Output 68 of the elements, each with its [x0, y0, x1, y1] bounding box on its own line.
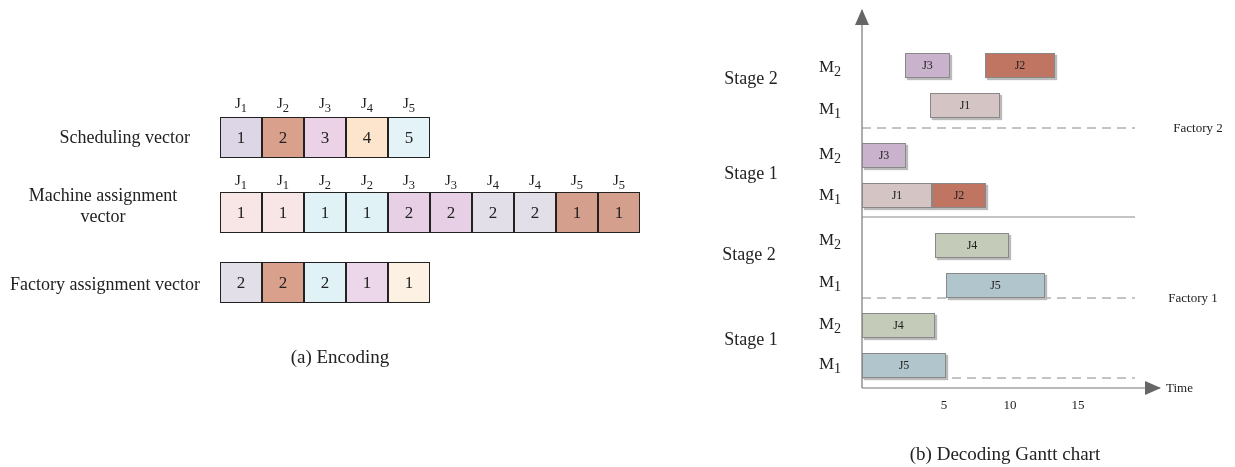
job-label: J$_{4}$	[360, 94, 374, 116]
vector-cell: 1	[388, 262, 430, 303]
caption: (b) Decoding Gantt chart	[909, 443, 1101, 465]
factory-label: Factory 1	[1168, 290, 1218, 306]
job-label: J$_{2}$	[276, 94, 290, 116]
job-label: J$_{2}$	[318, 171, 332, 193]
vector-cell: 1	[598, 192, 640, 233]
machine-label: M$_{2}$	[818, 229, 842, 253]
tick-label: 5	[940, 397, 948, 413]
vector-cell: 1	[220, 192, 262, 233]
vector-cell: 2	[262, 262, 304, 303]
vector-cell: 1	[220, 117, 262, 158]
gantt-bar: J2	[932, 183, 986, 208]
gantt-bar: J1	[930, 93, 1000, 118]
gantt-bar: J5	[862, 353, 946, 378]
stage-label: Stage 2	[724, 67, 778, 89]
row-label: Factory assignment vector	[10, 273, 200, 295]
job-label: J$_{1}$	[234, 171, 248, 193]
job-label: J$_{4}$	[486, 171, 500, 193]
vector-cell: 2	[220, 262, 262, 303]
gantt-bar: J3	[905, 53, 950, 78]
job-label: J$_{3}$	[318, 94, 332, 116]
machine-label: M$_{1}$	[818, 184, 842, 208]
vector-cell: 2	[514, 192, 556, 233]
gantt-bar: J4	[862, 313, 935, 338]
machine-label: M$_{1}$	[818, 271, 842, 295]
gantt-bar: J3	[862, 143, 906, 168]
vector-cell: 2	[430, 192, 472, 233]
job-label: J$_{1}$	[276, 171, 290, 193]
machine-label: M$_{2}$	[818, 56, 842, 80]
stage-label: Stage 1	[724, 328, 778, 350]
vector-cell: 5	[388, 117, 430, 158]
machine-label: M$_{1}$	[818, 98, 842, 122]
vector-cell: 1	[346, 192, 388, 233]
tick-label: 10	[1003, 397, 1017, 413]
vector-cell: 2	[262, 117, 304, 158]
job-label: J$_{1}$	[234, 94, 248, 116]
vector-cell: 2	[388, 192, 430, 233]
job-label: J$_{3}$	[402, 171, 416, 193]
job-label: J$_{4}$	[528, 171, 542, 193]
machine-label: M$_{2}$	[818, 143, 842, 167]
vector-cell: 1	[304, 192, 346, 233]
machine-label: M$_{2}$	[818, 313, 842, 337]
job-label: J$_{3}$	[444, 171, 458, 193]
vector-cell: 2	[472, 192, 514, 233]
row-label: Machine assignment vector	[27, 185, 179, 227]
vector-cell: 1	[556, 192, 598, 233]
factory-label: Factory 2	[1173, 120, 1223, 136]
vector-cell: 1	[262, 192, 304, 233]
vector-cell: 1	[346, 262, 388, 303]
tick-label: 15	[1071, 397, 1085, 413]
gantt-bar: J1	[862, 183, 932, 208]
job-label: J$_{5}$	[402, 94, 416, 116]
vector-cell: 3	[304, 117, 346, 158]
gantt-bar: J5	[946, 273, 1045, 298]
job-label: J$_{2}$	[360, 171, 374, 193]
stage-label: Stage 2	[722, 243, 776, 265]
vector-cell: 4	[346, 117, 388, 158]
axis-label: Time	[1166, 380, 1193, 396]
caption: (a) Encoding	[290, 346, 390, 368]
stage-label: Stage 1	[724, 162, 778, 184]
gantt-bar: J4	[935, 233, 1009, 258]
job-label: J$_{5}$	[570, 171, 584, 193]
job-label: J$_{5}$	[612, 171, 626, 193]
machine-label: M$_{1}$	[818, 353, 842, 377]
vector-cell: 2	[304, 262, 346, 303]
row-label: Scheduling vector	[59, 126, 190, 148]
gantt-bar: J2	[985, 53, 1055, 78]
